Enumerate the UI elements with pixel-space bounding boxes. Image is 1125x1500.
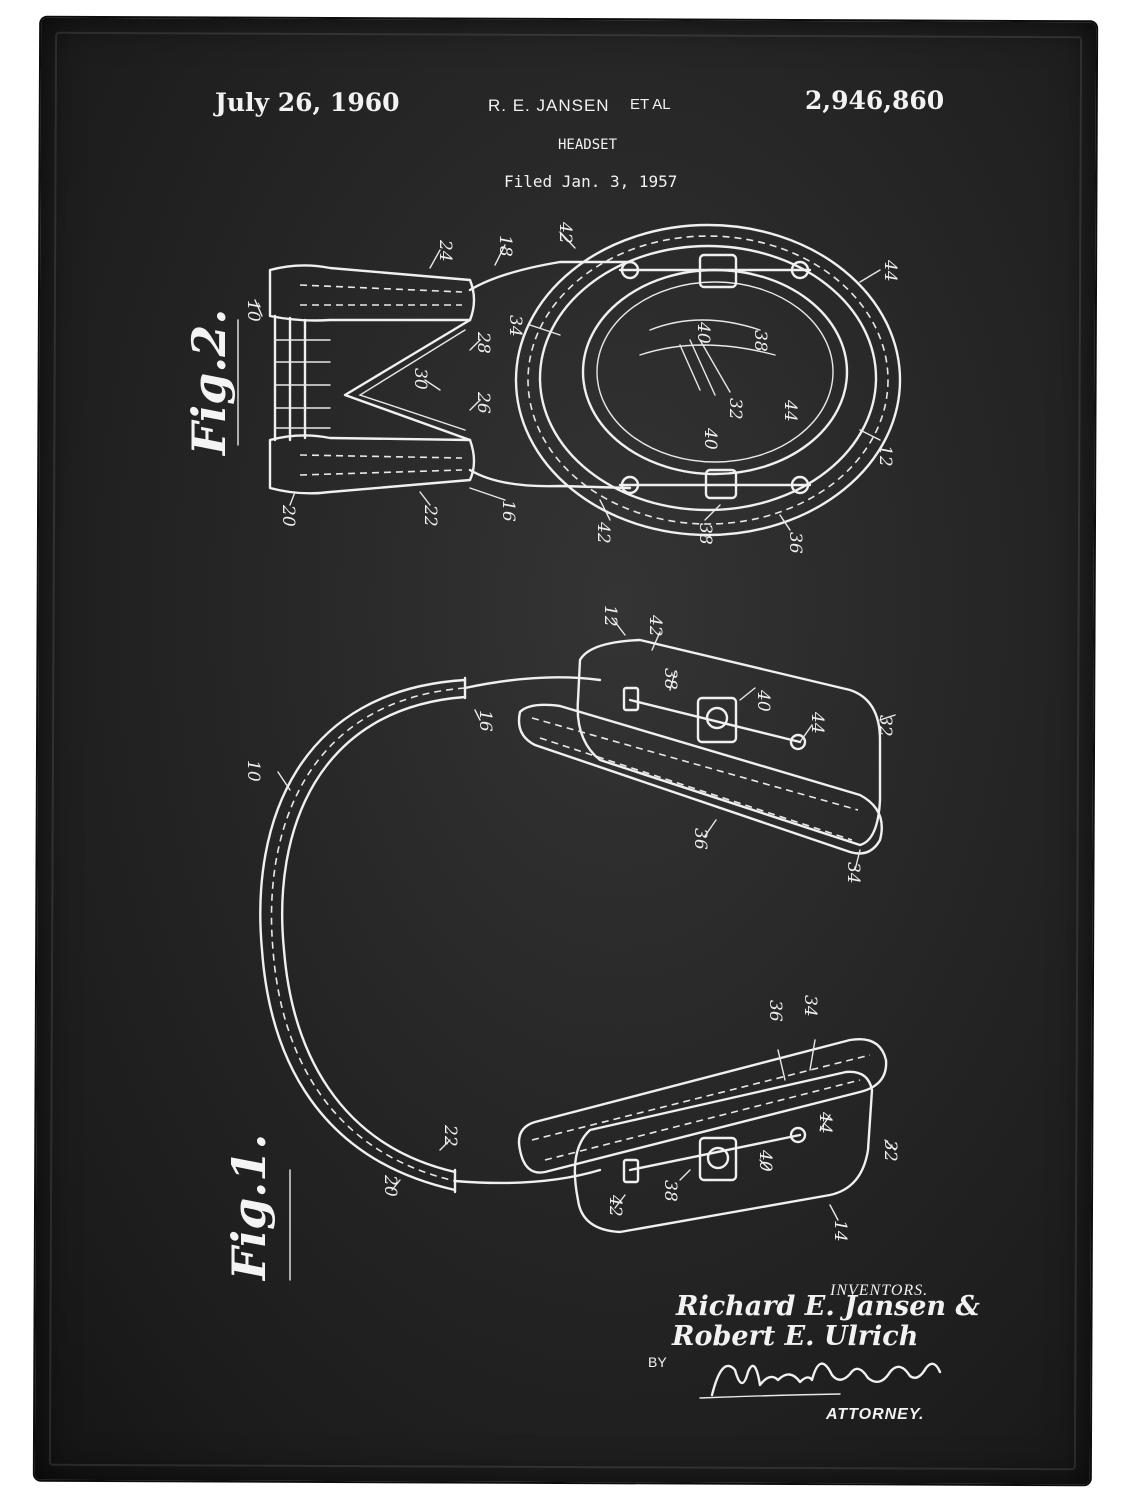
svg-text:38: 38 <box>750 330 770 352</box>
svg-text:22: 22 <box>420 504 440 527</box>
svg-text:42: 42 <box>645 614 665 637</box>
svg-text:42: 42 <box>605 1194 625 1217</box>
svg-text:42: 42 <box>555 221 575 244</box>
svg-text:26: 26 <box>473 391 493 414</box>
svg-text:38: 38 <box>660 1180 680 1202</box>
patent-number: 2,946,860 <box>805 86 945 115</box>
svg-text:44: 44 <box>807 711 827 734</box>
patent-et-al: ET AL <box>630 96 671 113</box>
svg-text:34: 34 <box>843 862 863 884</box>
svg-text:22: 22 <box>440 1124 460 1147</box>
svg-text:44: 44 <box>815 1111 835 1134</box>
fig1-drawing: Fig.1. 12 42 38 40 44 32 16 10 36 34 36 … <box>222 319 900 1282</box>
svg-text:24: 24 <box>435 239 455 262</box>
svg-text:36: 36 <box>765 1000 785 1022</box>
svg-text:38: 38 <box>660 668 680 690</box>
svg-text:32: 32 <box>725 398 745 420</box>
svg-text:40: 40 <box>700 427 720 450</box>
patent-date: July 26, 1960 <box>215 88 400 117</box>
patent-inventor-header: R. E. JANSEN <box>488 96 610 115</box>
attorney-signature <box>699 1362 942 1399</box>
svg-text:44: 44 <box>780 399 800 422</box>
svg-text:40: 40 <box>693 321 713 344</box>
svg-text:18: 18 <box>495 235 515 257</box>
inventor-2-name: Robert E. Ulrich <box>672 1321 919 1352</box>
patent-title: HEADSET <box>558 137 618 153</box>
svg-text:14: 14 <box>830 1220 850 1242</box>
svg-text:20: 20 <box>380 1174 400 1197</box>
attorney-label: ATTORNEY. <box>826 1406 925 1423</box>
svg-text:16: 16 <box>498 500 518 522</box>
svg-text:12: 12 <box>875 445 895 467</box>
fig2-label: Fig.2. <box>182 309 236 457</box>
svg-text:34: 34 <box>505 315 525 337</box>
svg-text:12: 12 <box>600 605 620 627</box>
svg-text:16: 16 <box>475 710 495 732</box>
inventors-label: INVENTORS. <box>830 1282 929 1299</box>
svg-text:36: 36 <box>785 532 805 554</box>
svg-text:40: 40 <box>753 689 773 712</box>
patent-filed-date: Filed Jan. 3, 1957 <box>504 172 678 191</box>
by-label: BY <box>648 1354 667 1370</box>
svg-text:36: 36 <box>690 828 710 850</box>
svg-text:34: 34 <box>800 995 820 1017</box>
svg-text:10: 10 <box>243 760 263 782</box>
inventor-1-name: Richard E. Jansen & <box>676 1291 980 1322</box>
svg-text:32: 32 <box>875 715 895 737</box>
svg-text:10: 10 <box>243 300 263 322</box>
svg-text:28: 28 <box>473 331 493 354</box>
fig1-label: Fig.1. <box>222 1134 276 1282</box>
svg-text:30: 30 <box>410 368 430 390</box>
svg-text:32: 32 <box>880 1140 900 1162</box>
fig2-drawing: Fig.2. 10 24 18 42 44 34 28 30 26 20 22 … <box>182 221 902 554</box>
svg-text:40: 40 <box>755 1149 775 1172</box>
svg-text:38: 38 <box>695 523 715 545</box>
svg-text:44: 44 <box>880 259 900 282</box>
svg-text:20: 20 <box>278 504 298 527</box>
svg-text:42: 42 <box>593 521 613 544</box>
